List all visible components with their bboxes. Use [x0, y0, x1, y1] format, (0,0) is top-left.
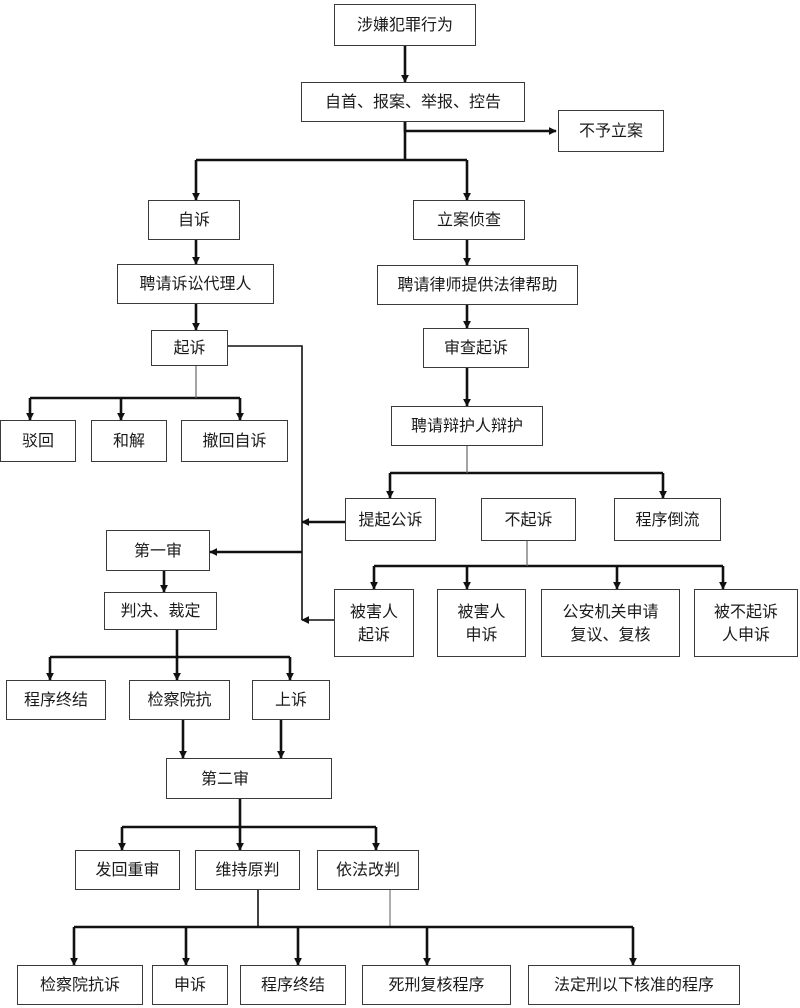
node-uphold: 维持原判	[195, 850, 300, 890]
edge-report-to-no-case	[403, 122, 557, 135]
node-non-prosecution: 不起诉	[481, 498, 576, 541]
edge-prosecute-right	[228, 345, 303, 620]
node-hire-defender: 聘请辩护人辩护	[391, 406, 543, 446]
node-no-case: 不予立案	[558, 110, 664, 152]
node-procuratorate-protest: 检察院抗	[129, 680, 230, 720]
node-below-statutory-review: 法定刑以下核准的程序	[528, 965, 740, 1005]
node-second-instance: 第二审	[166, 758, 332, 799]
node-amend: 依法改判	[317, 850, 419, 890]
node-hire-litigation-agent: 聘请诉讼代理人	[117, 264, 274, 304]
node-private-prosecution: 自诉	[148, 200, 240, 240]
node-report: 自首、报案、举报、控告	[301, 82, 525, 122]
node-police-review: 公安机关申请 复议、复核	[541, 589, 680, 657]
node-start: 涉嫌犯罪行为	[334, 4, 476, 46]
node-petition: 申诉	[152, 965, 228, 1005]
node-procedure-end-2: 程序终结	[240, 965, 346, 1005]
node-case-investigation: 立案侦查	[413, 200, 525, 240]
node-prosecute: 起诉	[151, 330, 228, 366]
node-public-prosecution: 提起公诉	[345, 498, 436, 541]
node-victim-appeal: 被害人 申诉	[437, 589, 526, 657]
node-procedure-end-1: 程序终结	[6, 680, 106, 720]
node-reject: 驳回	[0, 420, 76, 462]
node-judgment: 判决、裁定	[104, 592, 217, 630]
node-non-prosecuted-appeal: 被不起诉 人申诉	[694, 589, 798, 657]
node-procuratorate-protest-2: 检察院抗诉	[17, 965, 143, 1005]
node-appeal: 上诉	[252, 680, 330, 720]
node-death-penalty-review: 死刑复核程序	[362, 965, 511, 1005]
node-victim-prosecute: 被害人 起诉	[334, 589, 414, 657]
node-hire-lawyer-help: 聘请律师提供法律帮助	[377, 265, 578, 305]
node-withdraw: 撤回自诉	[181, 420, 288, 462]
node-review-prosecution: 审查起诉	[423, 328, 529, 368]
node-procedure-reflux: 程序倒流	[614, 498, 721, 541]
node-settle: 和解	[91, 420, 167, 462]
node-remand: 发回重审	[75, 850, 180, 890]
node-first-instance: 第一审	[106, 530, 210, 571]
